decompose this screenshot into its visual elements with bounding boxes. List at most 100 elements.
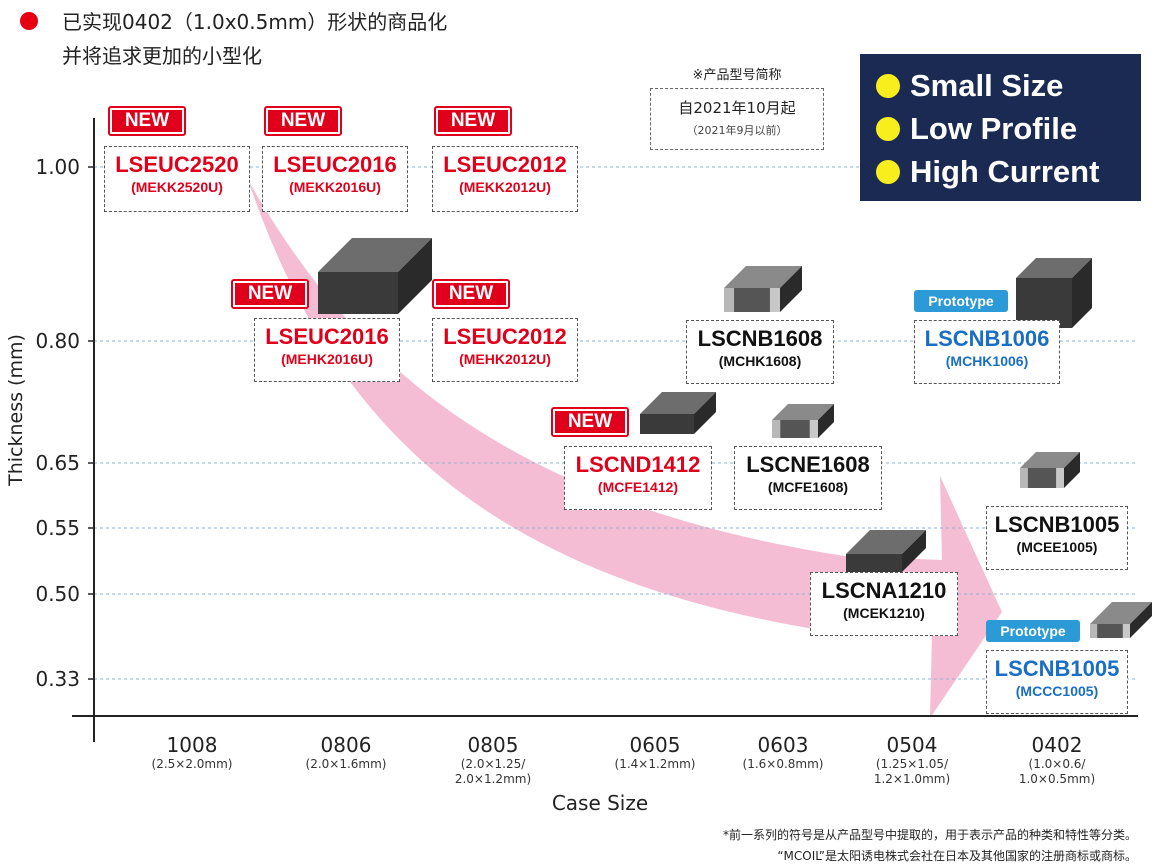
x-axis-label: Case Size	[552, 791, 648, 815]
new-badge: NEW	[551, 407, 629, 437]
feature-small-size: Small Size	[876, 64, 1141, 107]
heading-line-1: 已实现0402（1.0x0.5mm）形状的商品化	[62, 10, 448, 34]
chip-image-lscne1608-face	[772, 404, 834, 420]
chip-image-lscnb1608-face	[724, 266, 802, 288]
product-label-lseuc2012-low: LSEUC2012 (MEHK2012U)	[432, 318, 578, 382]
x-category-dims: (2.5×2.0mm)	[152, 757, 233, 771]
footnote-1: *前一系列的符号是从产品型号中提取的，用于表示产品的种类和特性等分类。	[722, 828, 1137, 842]
y-tick-label: 1.00	[35, 155, 80, 179]
chip-image-lscnb1608-face	[769, 288, 780, 312]
naming-note: 自2021年10月起 （2021年9月以前）	[650, 88, 824, 150]
chip-image-lscne1608-face	[818, 404, 834, 438]
x-category-dims: 1.2×1.0mm)	[874, 772, 950, 786]
x-category-label: 0603	[758, 733, 809, 757]
x-category-dims: 1.0×0.5mm)	[1019, 772, 1095, 786]
product-label-lseuc2016: LSEUC2016 (MEKK2016U)	[262, 146, 408, 212]
product-label-lseuc2520: LSEUC2520 (MEKK2520U)	[104, 146, 250, 212]
feature-high-current: High Current	[876, 150, 1141, 193]
chip-image-lscnb1006-face	[1016, 278, 1072, 328]
chip-image-lscnb1006-face	[1016, 258, 1092, 278]
chip-image-lscnb1005-033-face	[1090, 624, 1098, 638]
prototype-badge: Prototype	[914, 290, 1008, 312]
x-category-dims: (1.6×0.8mm)	[743, 757, 824, 771]
x-category-dims: (1.25×1.05/	[876, 757, 949, 771]
yellow-dot-icon	[876, 159, 900, 184]
chip-image-lscna1210-face	[846, 530, 926, 554]
chip-image-lscnb1006-face	[1072, 258, 1092, 328]
chip-image-lscnb1005-055-face	[1056, 468, 1064, 488]
product-label-lseuc2016-low: LSEUC2016 (MEHK2016U)	[254, 318, 400, 382]
chip-image-lseuc2016-face	[398, 238, 432, 314]
footnote-2: “MCOIL”是太阳诱电株式会社在日本及其他国家的注册商标或商标。	[777, 849, 1137, 863]
chip-image-lscnd1412	[640, 392, 716, 434]
chip-image-lscnb1005-055-face	[1064, 452, 1080, 488]
chip-image-lscnd1412-face	[640, 414, 694, 434]
y-tick-label: 0.55	[35, 516, 80, 540]
feature-panel: Small Size Low Profile High Current	[860, 54, 1141, 201]
feature-low-profile: Low Profile	[876, 107, 1141, 150]
chip-image-lscnb1608-face	[724, 288, 735, 312]
yellow-dot-icon	[876, 116, 900, 141]
chip-image-lscne1608	[772, 404, 834, 438]
chip-image-lscnb1608-face	[780, 266, 802, 312]
chip-image-lscnb1005-055-face	[1020, 468, 1028, 488]
heading-line-2: 并将追求更加的小型化	[62, 44, 262, 68]
chip-image-lseuc2016-face	[318, 238, 432, 272]
chip-image-lscna1210	[846, 530, 926, 572]
product-label-lscne1608: LSCNE1608 (MCFE1608)	[734, 446, 882, 510]
product-label-lscnb1608: LSCNB1608 (MCHK1608)	[686, 320, 834, 384]
y-tick-label: 0.33	[35, 667, 80, 691]
x-category-label: 0805	[468, 733, 519, 757]
y-tick-label: 0.80	[35, 329, 80, 353]
x-category-dims: (1.4×1.2mm)	[615, 757, 696, 771]
chip-image-lscnb1608	[724, 266, 802, 312]
product-label-lscnd1412: LSCND1412 (MCFE1412)	[564, 446, 712, 510]
x-category-label: 0504	[887, 733, 938, 757]
chip-image-lscnb1006	[1016, 258, 1092, 328]
y-tick-label: 0.50	[35, 582, 80, 606]
chip-image-lscnb1005-055-face	[1020, 468, 1064, 488]
product-label-lscna1210: LSCNA1210 (MCEK1210)	[810, 572, 958, 636]
chip-image-lscnd1412-face	[640, 392, 716, 414]
x-category-dims: (2.0×1.6mm)	[306, 757, 387, 771]
red-bullet-icon	[20, 12, 38, 30]
chip-image-lscne1608-face	[772, 420, 781, 438]
chip-image-lscna1210-face	[902, 530, 926, 572]
new-badge: NEW	[231, 279, 309, 309]
product-label-lscnb1005-055: LSCNB1005 (MCEE1005)	[986, 506, 1128, 570]
product-label-lscnb1005-033: LSCNB1005 (MCCC1005)	[986, 650, 1128, 714]
chip-image-lscnb1005-033-face	[1090, 624, 1130, 638]
y-axis-label: Thickness (mm)	[5, 334, 27, 487]
new-badge: NEW	[264, 106, 342, 136]
chip-image-lscnd1412-face	[694, 392, 716, 434]
x-category-dims: 2.0×1.2mm)	[455, 772, 531, 786]
new-badge: NEW	[434, 106, 512, 136]
chip-image-lscnb1005-033	[1090, 602, 1152, 638]
chip-image-lseuc2016-face	[318, 272, 398, 314]
x-category-label: 0605	[630, 733, 681, 757]
chip-image-lscnb1005-055-face	[1020, 452, 1080, 468]
product-label-lseuc2012: LSEUC2012 (MEKK2012U)	[432, 146, 578, 212]
chip-image-lscnb1005-033-face	[1130, 602, 1152, 638]
naming-note-line-1: 自2021年10月起	[678, 99, 796, 117]
new-badge: NEW	[432, 279, 510, 309]
chip-image-lscne1608-face	[809, 420, 818, 438]
naming-note-line-2: （2021年9月以前）	[686, 124, 788, 137]
new-badge: NEW	[108, 106, 186, 136]
y-tick-label: 0.65	[35, 451, 80, 475]
x-category-label: 0402	[1032, 733, 1083, 757]
chip-image-lseuc2016	[318, 238, 432, 314]
x-category-dims: (1.0×0.6/	[1029, 757, 1087, 771]
prototype-badge: Prototype	[986, 620, 1080, 642]
yellow-dot-icon	[876, 73, 900, 98]
product-label-lscnb1006: LSCNB1006 (MCHK1006)	[914, 320, 1060, 384]
x-category-label: 1008	[167, 733, 218, 757]
chip-image-lscnb1005-033-face	[1122, 624, 1130, 638]
x-category-dims: (2.0×1.25/	[461, 757, 527, 771]
chip-image-lscnb1608-face	[724, 288, 780, 312]
chip-image-lscna1210-face	[846, 554, 902, 572]
chip-image-lscnb1005-033-face	[1090, 602, 1152, 624]
chip-image-lscne1608-face	[772, 420, 818, 438]
x-category-label: 0806	[321, 733, 372, 757]
chip-image-lscnb1005-055	[1020, 452, 1080, 488]
